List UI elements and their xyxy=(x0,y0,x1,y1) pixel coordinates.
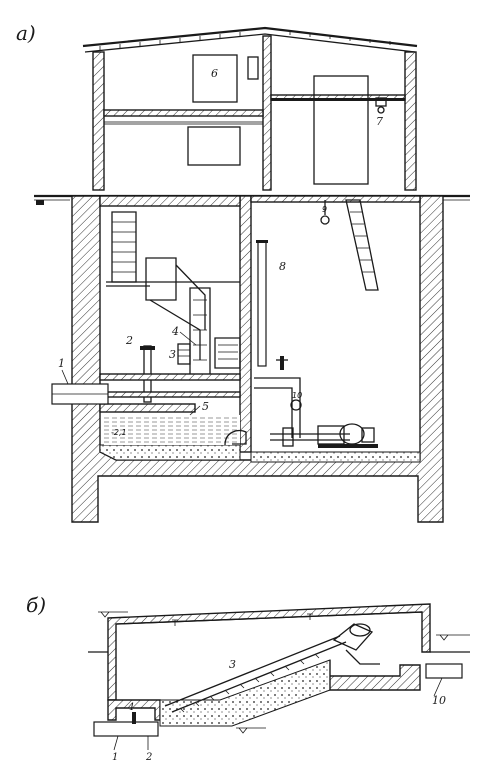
chamber-b xyxy=(107,603,431,727)
grating-structure xyxy=(145,257,241,376)
label-8: 8 xyxy=(279,260,286,273)
crane-beam xyxy=(271,98,405,101)
underground-structure xyxy=(71,195,444,523)
label-5: 5 xyxy=(202,400,209,413)
label-7: 7 xyxy=(376,115,383,128)
label-2: 2 xyxy=(125,334,133,347)
label-b-1: 1 xyxy=(112,752,118,763)
label-1: 1 xyxy=(58,357,65,370)
section-a-title: а) xyxy=(16,21,36,45)
window-small xyxy=(247,56,259,80)
inlet-pipe-b-1: 1 2 4 xyxy=(93,702,159,763)
roof xyxy=(82,26,418,53)
label-9: 9 xyxy=(322,205,327,214)
label-b-3: 3 xyxy=(229,658,236,671)
reservoir-5: 5 -2,1 xyxy=(104,400,247,446)
window-lower-left xyxy=(187,126,241,166)
label-b-4: 4 xyxy=(127,702,134,713)
platforms xyxy=(99,373,241,413)
screen-4: 4 xyxy=(171,325,197,346)
label-6: 6 xyxy=(211,67,218,80)
inclined-screen-3: 3 xyxy=(164,623,380,713)
label-3: 3 xyxy=(169,348,176,361)
label-10-a: 10 xyxy=(292,391,302,400)
mechanism-3: 3 xyxy=(169,343,191,365)
section-b-title: б) xyxy=(26,593,46,617)
section-b: б) 3 xyxy=(26,593,470,763)
stair-right xyxy=(320,199,379,291)
label-b-10: 10 xyxy=(432,694,446,707)
superstructure: 7 6 xyxy=(92,35,417,191)
window-upper-left xyxy=(192,54,238,103)
section-a: а) 7 6 xyxy=(16,21,470,523)
door-right xyxy=(313,75,369,185)
label-b-2: 2 xyxy=(145,752,152,763)
pump-piping xyxy=(254,356,378,448)
label-elev-a: -2,1 xyxy=(111,428,127,437)
stair-left xyxy=(106,211,240,287)
label-4: 4 xyxy=(171,325,179,338)
inlet-pipe-1: 1 xyxy=(51,357,109,405)
vertical-pipe-8: 8 xyxy=(256,240,286,367)
outlet-pipe-10: 10 xyxy=(425,663,463,707)
